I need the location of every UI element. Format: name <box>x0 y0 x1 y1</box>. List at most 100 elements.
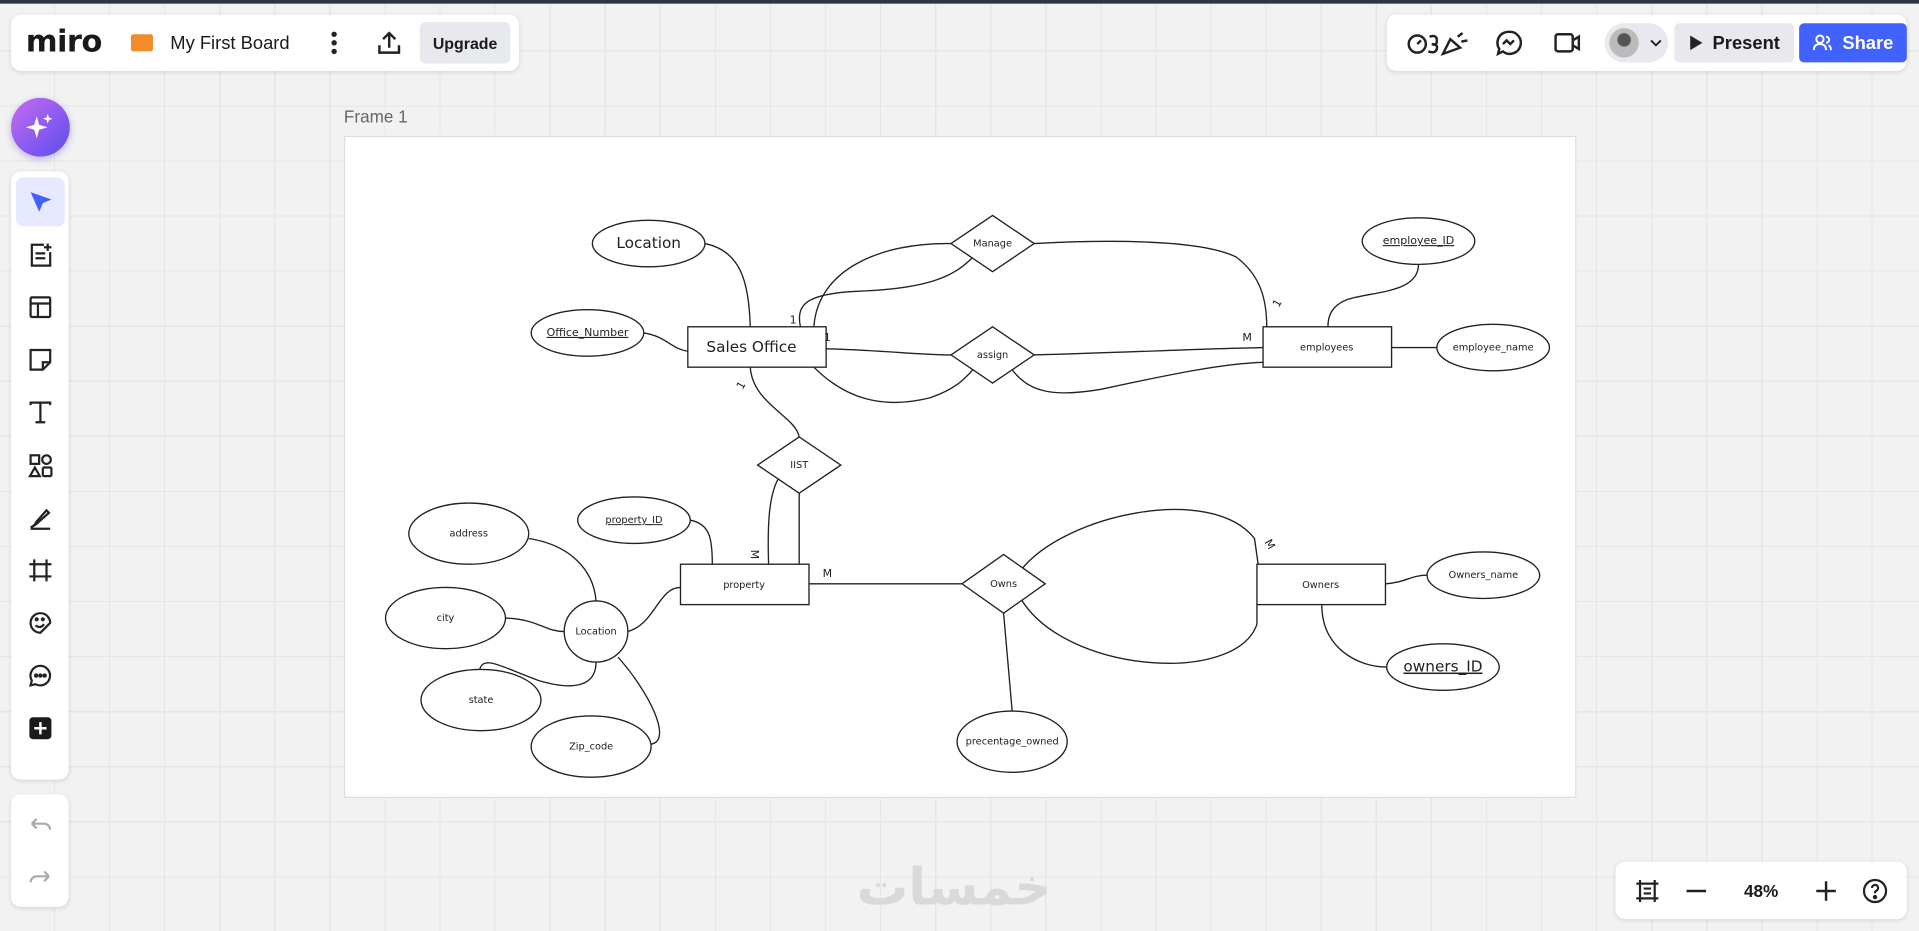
note-add-icon <box>30 243 51 267</box>
layout-icon <box>28 296 51 319</box>
attr-zip-code[interactable] <box>530 715 652 778</box>
owns-label: Owns <box>990 579 1017 590</box>
entity-sales-office[interactable] <box>687 326 827 368</box>
text-icon <box>28 401 51 424</box>
more-apps-tool[interactable] <box>15 704 64 753</box>
more-options-icon[interactable] <box>321 31 345 55</box>
attr-prop-location[interactable] <box>563 600 629 663</box>
connectors <box>479 240 1437 745</box>
help-icon[interactable] <box>1861 877 1888 904</box>
left-toolbar <box>11 171 69 780</box>
chevron-down-icon <box>1650 39 1662 47</box>
present-button[interactable]: Present <box>1674 23 1795 63</box>
attr-location[interactable] <box>591 219 706 268</box>
owners-id-label: owners_ID <box>1403 658 1482 677</box>
present-label: Present <box>1712 32 1780 54</box>
fit-to-screen-icon[interactable] <box>1634 877 1661 904</box>
property-label: property <box>723 580 765 591</box>
relationship-assign[interactable] <box>949 325 1036 384</box>
miro-logo[interactable]: miro <box>25 22 103 59</box>
shapes-icon <box>27 454 52 478</box>
relationship-manage[interactable] <box>949 214 1036 273</box>
templates-tool[interactable] <box>15 230 64 279</box>
ai-assistant-button[interactable] <box>11 97 70 157</box>
undo-icon <box>30 818 51 830</box>
list-label: IIST <box>790 460 808 471</box>
sticky-note-tool[interactable] <box>15 335 64 384</box>
attr-owners-id[interactable] <box>1386 643 1500 691</box>
stickers-tool[interactable] <box>15 598 64 647</box>
sticker-icon <box>28 612 51 634</box>
attr-employee-id[interactable] <box>1361 217 1476 266</box>
entity-property[interactable] <box>679 563 810 606</box>
entity-owners[interactable] <box>1256 563 1387 606</box>
employee-id-label: employee_ID <box>1383 234 1455 247</box>
cardinality-label: M <box>748 550 761 560</box>
attr-city[interactable] <box>384 586 507 650</box>
attr-address[interactable] <box>408 502 530 565</box>
layouts-tool[interactable] <box>15 283 64 332</box>
board-title[interactable]: My First Board <box>170 32 290 54</box>
select-tool[interactable] <box>15 177 65 227</box>
zoom-level[interactable]: 48% <box>1744 880 1779 901</box>
entity-employees[interactable] <box>1262 326 1393 368</box>
city-label: city <box>437 613 455 624</box>
percentage-owned-label: precentage_owned <box>966 737 1059 748</box>
comment-tool[interactable] <box>15 651 64 700</box>
attr-state[interactable] <box>420 668 542 732</box>
timer-celebrate-icon[interactable] <box>1406 29 1470 57</box>
assign-label: assign <box>977 350 1008 361</box>
pen-tool[interactable] <box>15 493 64 542</box>
frame-label[interactable]: Frame 1 <box>343 106 408 127</box>
owners-name-label: Owners_name <box>1449 570 1519 581</box>
relationship-owns[interactable] <box>960 553 1047 614</box>
cardinality-label: 1 <box>1270 297 1285 310</box>
attr-percentage-owned[interactable] <box>956 710 1068 773</box>
cursor-icon <box>29 192 51 212</box>
folder-icon[interactable] <box>131 34 154 52</box>
zoom-out-button[interactable] <box>1684 878 1708 902</box>
redo-icon <box>28 870 50 883</box>
upgrade-button[interactable]: Upgrade <box>419 22 511 64</box>
share-button[interactable]: Share <box>1799 23 1907 63</box>
owners-label: Owners <box>1302 580 1339 591</box>
attr-property-id[interactable] <box>577 496 691 545</box>
undo-button[interactable] <box>15 802 64 851</box>
location-label: Location <box>616 234 681 252</box>
cardinality-label: M <box>1242 331 1252 344</box>
user-menu[interactable] <box>1604 23 1669 63</box>
cardinality-label: M <box>1262 537 1278 552</box>
attr-employee-name[interactable] <box>1436 323 1551 372</box>
frame-icon <box>28 559 51 582</box>
play-icon <box>1690 35 1703 51</box>
comment-icon <box>28 664 51 687</box>
relationship-list[interactable] <box>756 436 843 495</box>
plus-square-icon <box>28 717 51 740</box>
chat-icon[interactable] <box>1494 28 1523 57</box>
attr-office-number[interactable] <box>530 308 645 357</box>
video-call-icon[interactable] <box>1553 31 1582 55</box>
pen-icon <box>29 508 50 530</box>
address-label: address <box>450 529 488 540</box>
sticky-note-icon <box>28 348 51 371</box>
property-id-label: property_ID <box>605 515 662 526</box>
redo-button[interactable] <box>15 854 64 903</box>
cardinality-label: 1 <box>790 314 797 327</box>
sales-office-label: Sales Office <box>706 338 796 356</box>
zoom-in-button[interactable] <box>1814 878 1838 902</box>
cardinality-label: 1 <box>824 331 831 344</box>
cardinality-label: M <box>823 567 833 580</box>
export-icon[interactable] <box>375 29 402 56</box>
frame-tool[interactable] <box>15 546 64 595</box>
watermark-logo: خمسات <box>856 856 1052 917</box>
history-toolbar <box>11 794 69 907</box>
zip-code-label: Zip_code <box>569 742 613 753</box>
prop-location-label: Location <box>575 627 616 638</box>
avatar <box>1609 28 1639 58</box>
sparkle-icon <box>25 113 53 139</box>
text-tool[interactable] <box>15 388 64 437</box>
attr-owners-name[interactable] <box>1426 551 1541 600</box>
employees-label: employees <box>1300 343 1353 354</box>
shapes-tool[interactable] <box>15 441 64 490</box>
